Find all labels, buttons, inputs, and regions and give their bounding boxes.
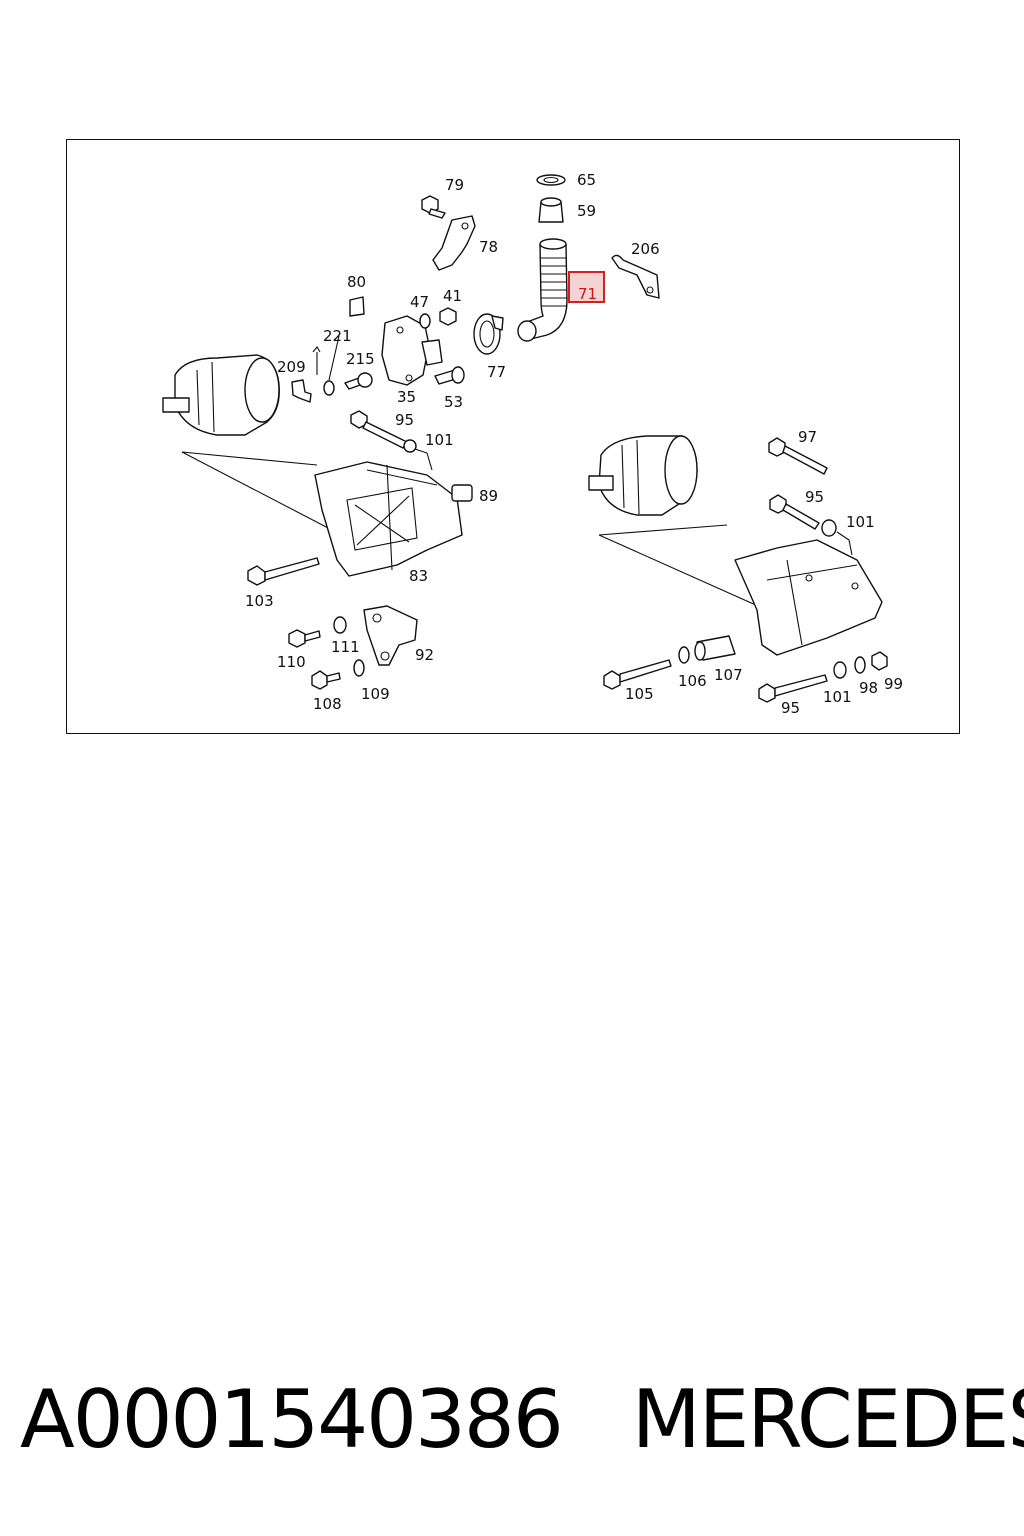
callout-110: 110 bbox=[277, 653, 306, 671]
callout-101-lower: 101 bbox=[823, 688, 852, 706]
exploded-parts-diagram: 79 65 59 78 206 71 80 47 41 221 209 215 … bbox=[162, 171, 903, 717]
callout-95: 95 bbox=[395, 411, 414, 429]
callout-221: 221 bbox=[323, 327, 352, 345]
callout-111: 111 bbox=[331, 638, 360, 656]
small-parts-upper-left bbox=[291, 296, 465, 403]
callout-59: 59 bbox=[577, 202, 596, 220]
callout-35: 35 bbox=[397, 388, 416, 406]
callout-106: 106 bbox=[678, 672, 707, 690]
bushing-89-drawing bbox=[451, 484, 473, 502]
callout-107: 107 bbox=[714, 666, 743, 684]
callout-95-lower: 95 bbox=[781, 699, 800, 717]
callout-78: 78 bbox=[479, 238, 498, 256]
bolts-right-upper bbox=[768, 437, 853, 556]
callout-98: 98 bbox=[859, 679, 878, 697]
callout-92: 92 bbox=[415, 646, 434, 664]
bracket-92-drawing bbox=[363, 605, 418, 666]
bolt-103-drawing bbox=[247, 557, 320, 586]
callout-109: 109 bbox=[361, 685, 390, 703]
fasteners-right-lower bbox=[603, 635, 888, 703]
callout-83: 83 bbox=[409, 567, 428, 585]
highlight-box-71 bbox=[568, 271, 605, 303]
callout-215: 215 bbox=[346, 350, 375, 368]
bracket-206-drawing bbox=[611, 254, 660, 299]
alternator-left-drawing bbox=[162, 354, 333, 531]
part-number: A0001540386 bbox=[20, 1373, 564, 1466]
bolt-95-left-drawing bbox=[350, 410, 433, 471]
small-fasteners-lower-left bbox=[288, 616, 365, 690]
regulator-35-drawing bbox=[381, 315, 443, 386]
callout-53: 53 bbox=[444, 393, 463, 411]
callout-97: 97 bbox=[798, 428, 817, 446]
screw-79-drawing bbox=[421, 195, 446, 219]
callout-77: 77 bbox=[487, 363, 506, 381]
callout-95-right: 95 bbox=[805, 488, 824, 506]
callout-47: 47 bbox=[410, 293, 429, 311]
parts-diagram-frame: 79 65 59 78 206 71 80 47 41 221 209 215 … bbox=[66, 139, 960, 734]
callout-101-right: 101 bbox=[846, 513, 875, 531]
callout-103: 103 bbox=[245, 592, 274, 610]
callout-labels: 79 65 59 78 206 71 80 47 41 221 209 215 … bbox=[245, 171, 903, 717]
callout-209: 209 bbox=[277, 358, 306, 376]
callout-80: 80 bbox=[347, 273, 366, 291]
hose-71-drawing bbox=[517, 174, 568, 342]
callout-79: 79 bbox=[445, 176, 464, 194]
callout-65: 65 bbox=[577, 171, 596, 189]
callout-108: 108 bbox=[313, 695, 342, 713]
callout-89: 89 bbox=[479, 487, 498, 505]
bracket-right-drawing bbox=[734, 539, 883, 656]
callout-101: 101 bbox=[425, 431, 454, 449]
callout-105: 105 bbox=[625, 685, 654, 703]
clamp-77-drawing bbox=[473, 313, 504, 355]
callout-41: 41 bbox=[443, 287, 462, 305]
brand-name: MERCEDES bbox=[631, 1373, 1024, 1466]
bracket-83-drawing bbox=[314, 461, 463, 577]
part-caption: A0001540386 MERCEDES bbox=[20, 1370, 1024, 1480]
callout-206: 206 bbox=[631, 240, 660, 258]
alternator-right-drawing bbox=[588, 435, 768, 611]
callout-99: 99 bbox=[884, 675, 903, 693]
callout-71-highlighted: 71 bbox=[578, 285, 597, 303]
clip-78-drawing bbox=[432, 215, 476, 271]
